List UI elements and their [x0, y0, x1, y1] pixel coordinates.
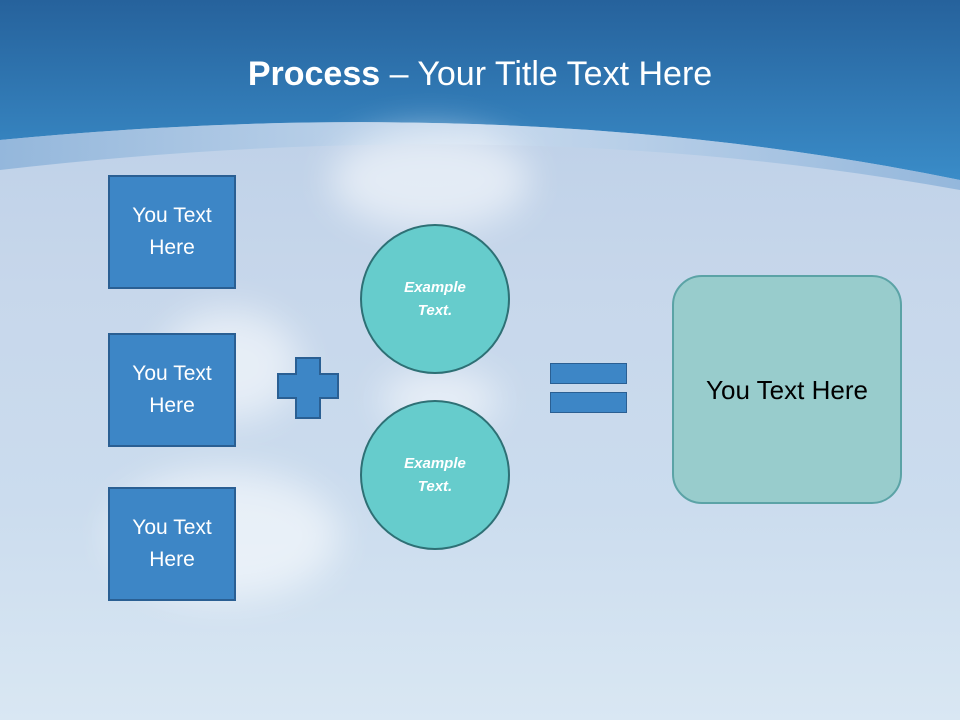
header-band [0, 0, 960, 190]
input-box-2: You Text Here [108, 333, 236, 447]
result-box: You Text Here [672, 275, 902, 504]
plus-sign-icon [277, 357, 339, 419]
input-box-1: You Text Here [108, 175, 236, 289]
equals-bar-bottom [550, 392, 627, 413]
input-box-3: You Text Here [108, 487, 236, 601]
page-title: Process – Your Title Text Here [0, 52, 960, 96]
title-rest: – Your Title Text Here [380, 55, 713, 93]
title-bold: Process [247, 55, 381, 93]
operand-circle-1: Example Text. [360, 224, 510, 374]
equals-bar-top [550, 363, 627, 384]
operand-circle-2: Example Text. [360, 400, 510, 550]
cloud [330, 130, 530, 230]
